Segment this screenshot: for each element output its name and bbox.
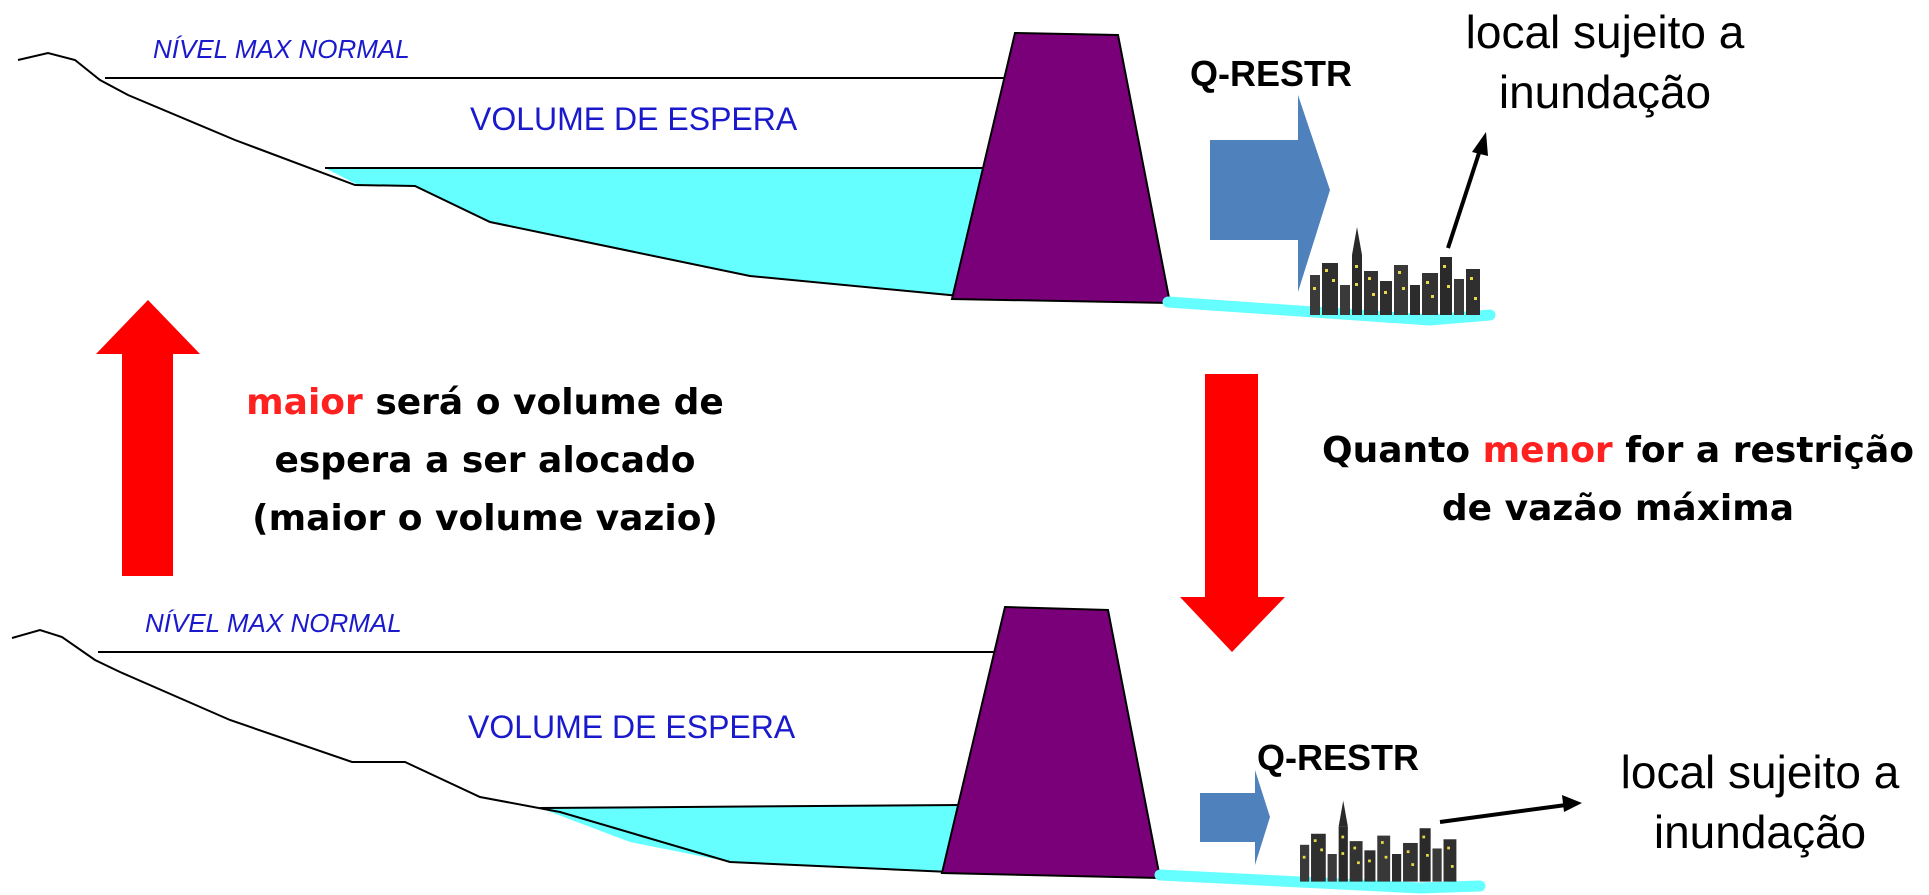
left-text-line1: maior será o volume de: [246, 382, 724, 423]
top-terrain-profile: [17, 51, 961, 297]
bottom-volume-label: VOLUME DE ESPERA: [468, 709, 796, 745]
top-level-label: NÍVEL MAX NORMAL: [153, 34, 410, 64]
top-flow-label: Q-RESTR: [1190, 53, 1352, 94]
right-explanation: Quanto menor for a restrição de vazão má…: [1322, 430, 1914, 529]
bottom-city-icon: [1300, 800, 1457, 882]
bottom-city-pointer-head: [1562, 795, 1582, 812]
bottom-city-label-line2: inundação: [1654, 806, 1866, 858]
bottom-flow-label: Q-RESTR: [1257, 737, 1419, 778]
bottom-scene: NÍVEL MAX NORMAL VOLUME DE ESPERA Q-REST…: [11, 605, 1900, 894]
bottom-reservoir-water: [540, 805, 962, 872]
top-city-pointer-arrow: [1446, 149, 1482, 249]
top-city-label-line2: inundação: [1499, 66, 1711, 118]
bottom-water-level-line: [539, 804, 963, 809]
top-river: [1162, 296, 1496, 326]
top-reservoir-water: [325, 168, 985, 296]
bottom-dam: [940, 605, 1162, 880]
top-city-label-line1: local sujeito a: [1466, 6, 1745, 58]
left-text-line2: espera a ser alocado: [274, 440, 695, 481]
bottom-terrain-profile: [11, 628, 951, 873]
top-volume-label: VOLUME DE ESPERA: [470, 101, 798, 137]
top-dam: [950, 31, 1172, 305]
top-city-icon: [1310, 227, 1480, 315]
bottom-flow-arrow: [1200, 770, 1270, 865]
left-explanation: maior será o volume de espera a ser aloc…: [246, 382, 724, 539]
top-city-pointer-head: [1472, 132, 1488, 156]
left-text-line3: (maior o volume vazio): [252, 498, 718, 539]
top-flow-arrow: [1210, 95, 1330, 292]
bottom-level-label: NÍVEL MAX NORMAL: [145, 608, 402, 638]
up-red-arrow: [96, 300, 200, 576]
bottom-city-label-line1: local sujeito a: [1621, 746, 1900, 798]
bottom-city-pointer-arrow: [1439, 803, 1567, 824]
down-red-arrow: [1180, 374, 1285, 652]
right-text-line1: Quanto menor for a restrição: [1322, 430, 1914, 471]
top-scene: NÍVEL MAX NORMAL VOLUME DE ESPERA Q-REST…: [17, 6, 1745, 326]
bottom-river: [1154, 869, 1486, 894]
right-text-line2: de vazão máxima: [1442, 488, 1794, 529]
